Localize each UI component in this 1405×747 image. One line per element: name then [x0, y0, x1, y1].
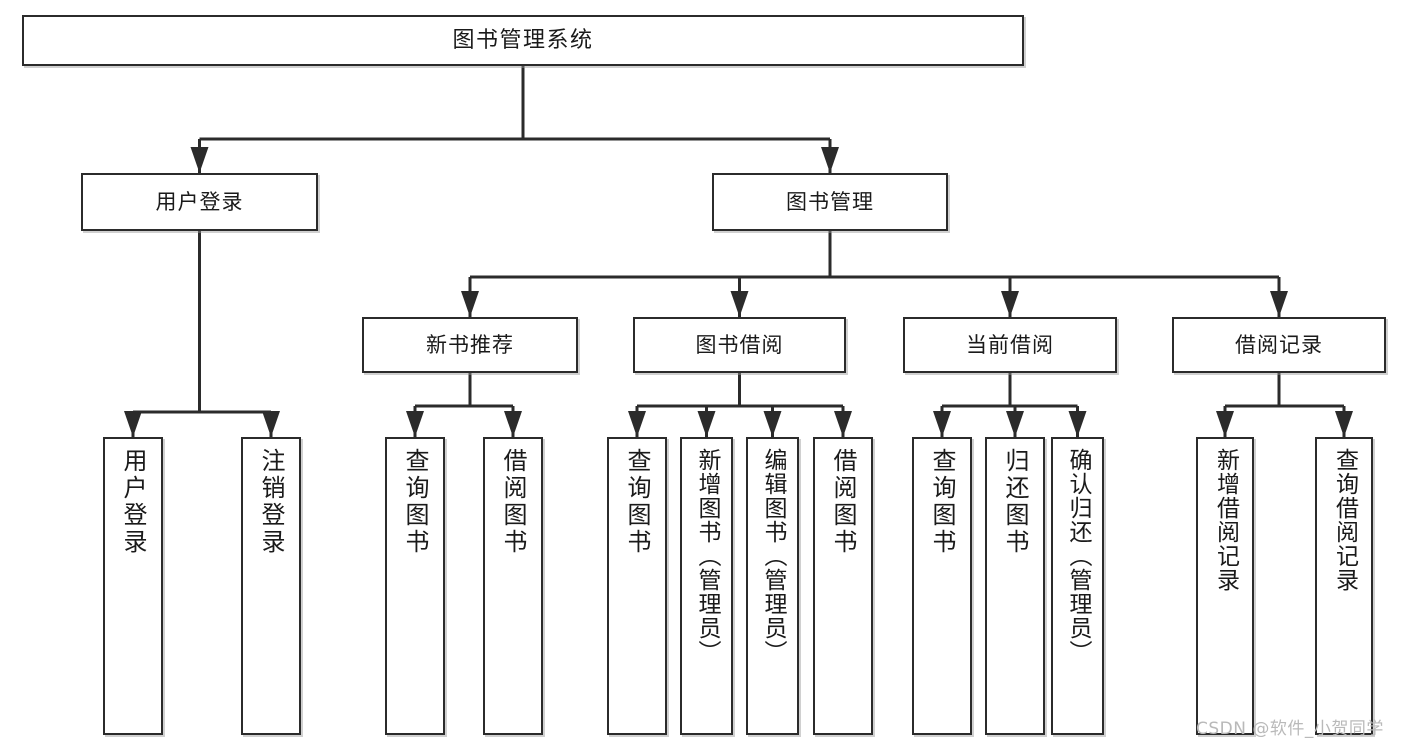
node-l-query1[interactable]: 查询图书 [385, 437, 445, 735]
node-label: 查询借阅记录 [1331, 448, 1358, 592]
node-login[interactable]: 用户登录 [81, 173, 318, 231]
node-label: 借阅图书 [829, 448, 857, 556]
node-root[interactable]: 图书管理系统 [22, 15, 1024, 66]
node-label: 新增借阅记录 [1212, 448, 1239, 592]
node-current[interactable]: 当前借阅 [903, 317, 1117, 373]
node-borrow[interactable]: 图书借阅 [633, 317, 846, 373]
node-label: 借阅图书 [499, 448, 527, 556]
node-label: 归还图书 [1001, 448, 1029, 556]
node-l-userlogin[interactable]: 用户登录 [103, 437, 163, 735]
node-label: 借阅记录 [1235, 332, 1323, 357]
node-label: 图书管理系统 [452, 27, 594, 53]
node-newbook[interactable]: 新书推荐 [362, 317, 578, 373]
node-l-return[interactable]: 归还图书 [985, 437, 1045, 735]
node-label: 查询图书 [623, 448, 651, 556]
node-l-confirm[interactable]: 确认归还（管理员） [1051, 437, 1104, 735]
node-l-queryrec[interactable]: 查询借阅记录 [1315, 437, 1373, 735]
node-l-addbook[interactable]: 新增图书（管理员） [680, 437, 733, 735]
node-label: 查询图书 [401, 448, 429, 556]
node-l-query2[interactable]: 查询图书 [607, 437, 667, 735]
node-label: 用户登录 [155, 189, 244, 214]
node-l-addrec[interactable]: 新增借阅记录 [1196, 437, 1254, 735]
node-records[interactable]: 借阅记录 [1172, 317, 1386, 373]
node-l-borrow1[interactable]: 借阅图书 [483, 437, 543, 735]
node-l-borrow2[interactable]: 借阅图书 [813, 437, 873, 735]
node-l-query3[interactable]: 查询图书 [912, 437, 972, 735]
node-label: 图书管理 [786, 189, 874, 214]
node-label: 用户登录 [119, 448, 147, 556]
node-bookmgmt[interactable]: 图书管理 [712, 173, 948, 231]
node-label: 图书借阅 [695, 332, 784, 357]
node-label: 查询图书 [928, 448, 956, 556]
node-l-logout[interactable]: 注销登录 [241, 437, 301, 735]
node-label: 当前借阅 [966, 332, 1054, 357]
node-label: 新增图书（管理员） [694, 448, 720, 664]
watermark: CSDN @软件_小贺同学 [1196, 719, 1384, 739]
node-label: 确认归还（管理员） [1065, 448, 1091, 664]
node-label: 编辑图书（管理员） [760, 448, 786, 664]
node-l-editbook[interactable]: 编辑图书（管理员） [746, 437, 799, 735]
node-label: 新书推荐 [426, 332, 514, 357]
node-label: 注销登录 [257, 448, 285, 556]
